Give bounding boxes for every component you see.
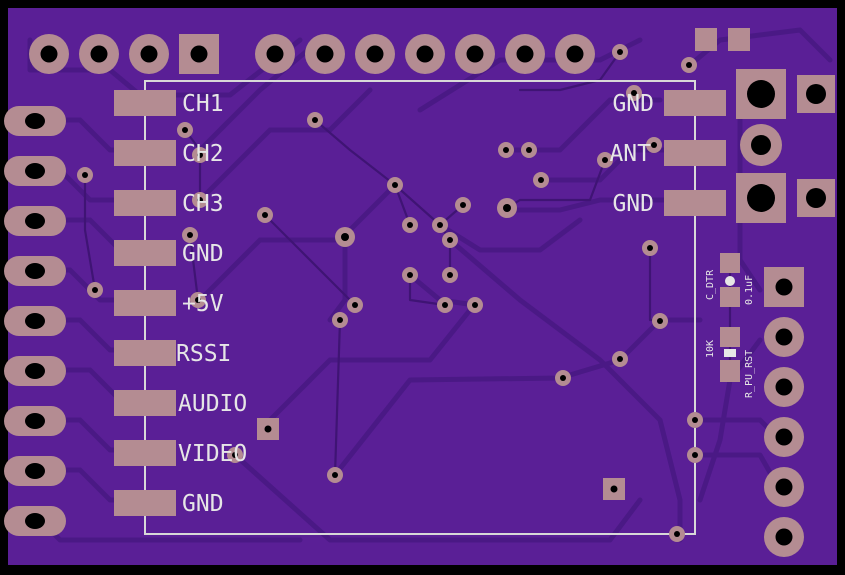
label-audio: AUDIO	[178, 391, 247, 417]
label-gnd-right-1: GND	[612, 91, 654, 117]
small-smd-components	[720, 253, 740, 382]
label-ch3: CH3	[182, 191, 224, 217]
label-r-pu-rst: R_PU_RST	[744, 350, 755, 398]
label-c-value: 0.1uF	[744, 275, 755, 305]
label-ant: ANT	[609, 141, 651, 167]
antenna-connector	[736, 69, 835, 223]
label-rssi: RSSI	[176, 341, 231, 367]
module-right-pads	[664, 90, 726, 216]
square-test-pads	[257, 418, 625, 500]
label-gnd-left-2: GND	[182, 491, 224, 517]
label-ch1: CH1	[182, 91, 224, 117]
module-left-pads	[114, 90, 176, 516]
label-gnd-right-2: GND	[612, 191, 654, 217]
label-c-dtr: C_DTR	[705, 269, 716, 300]
label-ch2: CH2	[182, 141, 224, 167]
label-gnd-left-1: GND	[182, 241, 224, 267]
label-5v: +5V	[182, 291, 224, 317]
right-header-pins	[764, 267, 804, 557]
vias	[77, 44, 703, 542]
left-edge-pads	[4, 106, 66, 536]
top-header-pins	[29, 34, 595, 74]
smd-pair-top	[695, 28, 750, 51]
label-video: VIDEO	[178, 441, 247, 467]
label-r-value: 10K	[705, 340, 716, 358]
